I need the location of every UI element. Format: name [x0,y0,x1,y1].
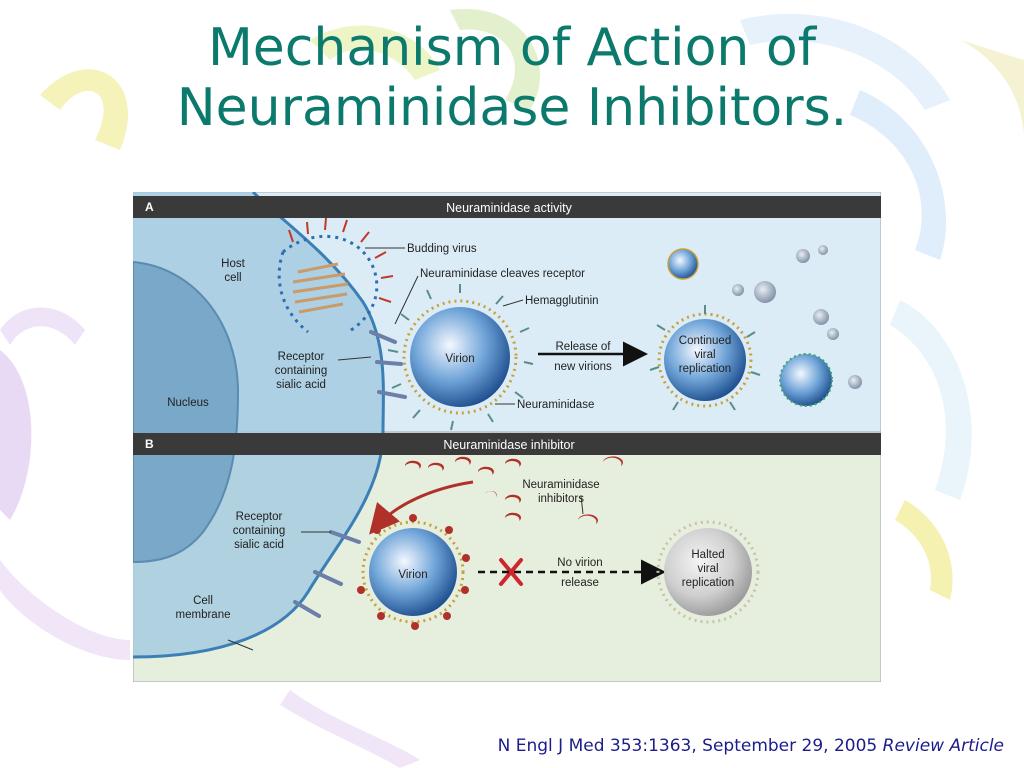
receptor-b-line2: containing [233,525,285,537]
continued-line3: replication [679,363,731,375]
budding-virus [277,234,379,334]
inhibitors-line2: inhibitors [538,493,584,505]
title-line-2: Neuraminidase Inhibitors. [176,78,848,138]
release-label-line1: Release of [556,341,612,353]
halted-line2: viral [697,563,718,575]
continued-line2: viral [694,349,715,361]
virion-a [387,284,534,431]
panel-b-letter: B [145,437,154,451]
slide-title: Mechanism of Action of Neuraminidase Inh… [0,18,1024,138]
inhibitor-arrow [369,480,474,535]
host-cell-label-line1: Host [221,258,245,270]
panel-a-header-bar [133,196,881,218]
virion-halted [656,520,760,624]
virion-b-label: Virion [398,569,427,581]
mechanism-figure: A Neuraminidase activity B Neuraminidase… [133,192,881,682]
panel-a-letter: A [145,200,154,214]
virion-continued [649,305,761,411]
halted-line1: Halted [691,549,724,561]
receptors-a [369,330,407,399]
panel-a-header: Neuraminidase activity [446,201,572,215]
receptor-a-line3: sialic acid [276,379,326,391]
host-cell-label-line2: cell [224,272,241,284]
receptor-b-line1: Receptor [236,511,283,523]
citation-tag: Review Article [882,736,1004,756]
figure-svg: A Neuraminidase activity B Neuraminidase… [133,192,881,682]
budding-spikes [288,217,394,303]
release-label-line2: new virions [554,361,612,373]
virion-b [357,514,470,630]
blocked-x [499,558,523,586]
leaders-a [337,247,524,405]
hemagglutinin-label: Hemagglutinin [525,295,599,307]
inhibitor-molecules [404,456,623,524]
inhibitors-line1: Neuraminidase [522,479,599,491]
virion-a-label: Virion [445,353,474,365]
membrane-line1: Cell [193,595,213,607]
panel-b-header: Neuraminidase inhibitor [443,438,574,452]
receptor-a-line2: containing [275,365,327,377]
receptor-b-line3: sialic acid [234,539,284,551]
halted-line3: replication [682,577,734,589]
nucleus-label: Nucleus [167,397,209,409]
leaders-b [227,495,584,651]
no-release-line2: release [561,577,599,589]
budding-virus-label: Budding virus [407,243,477,255]
citation: N Engl J Med 353:1363, September 29, 200… [498,736,1004,756]
citation-text: N Engl J Med 353:1363, September 29, 200… [497,736,878,756]
no-release-line1: No virion [557,557,602,569]
membrane-line2: membrane [176,609,231,621]
receptors-b [293,530,361,618]
continued-line1: Continued [679,335,731,347]
title-line-1: Mechanism of Action of [207,18,817,78]
small-virions [667,245,862,407]
panel-b-header-bar [133,433,881,455]
receptor-a-line1: Receptor [278,351,325,363]
neuraminidase-label: Neuraminidase [517,399,594,411]
cleaves-label: Neuraminidase cleaves receptor [420,268,585,280]
